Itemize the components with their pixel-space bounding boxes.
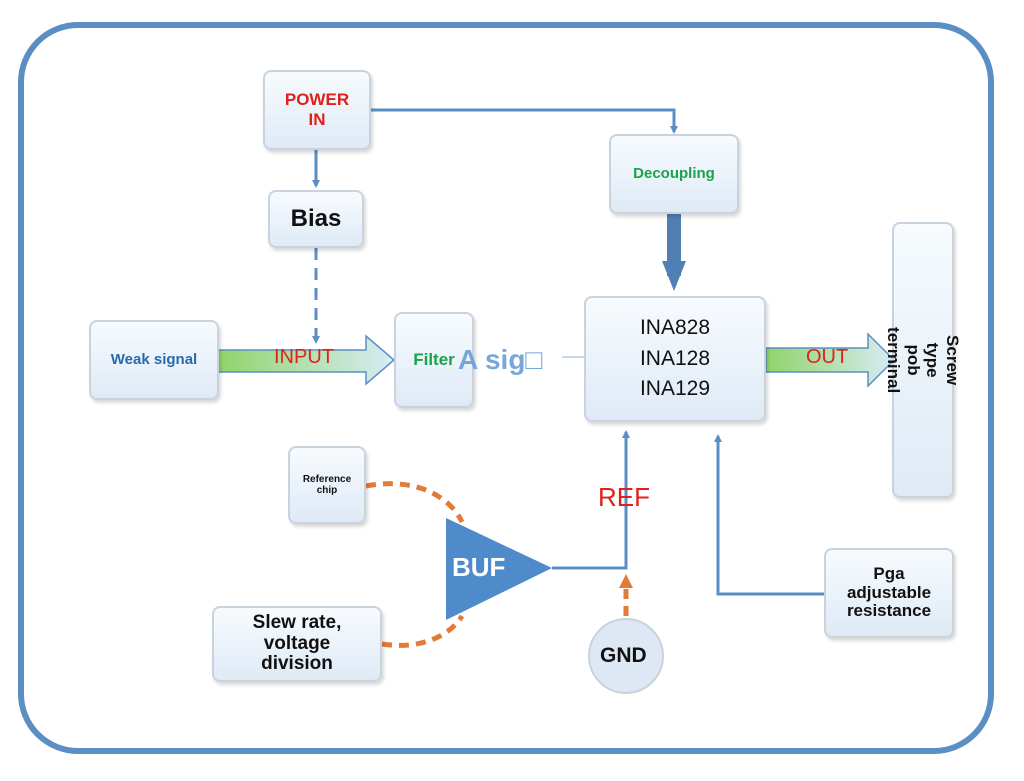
- gnd-label: GND: [600, 644, 647, 667]
- buf-to-ina-line: [552, 430, 630, 570]
- power-to-decoupling-line: [370, 108, 678, 134]
- reference-dashed-curve: [365, 481, 465, 524]
- out-arrow: [765, 332, 896, 388]
- input-arrow: [217, 334, 396, 386]
- ina-box: INA828 INA128 INA129: [584, 296, 766, 422]
- reference-chip-box: Reference chip: [288, 446, 366, 524]
- pga-box: Pga adjustable resistance: [824, 548, 954, 638]
- buf-triangle: [446, 518, 552, 620]
- filter-box: Filter: [394, 312, 474, 408]
- screw-terminal-box: Screw type pob terminal: [884, 222, 962, 498]
- weak-signal-box: Weak signal: [89, 320, 219, 400]
- screw-terminal-label: Screw type pob terminal: [884, 326, 963, 394]
- buf-label: BUF: [452, 552, 506, 582]
- gnd-circle: [588, 618, 664, 694]
- slew-rate-box: Slew rate, voltage division: [212, 606, 382, 682]
- out-label: OUT: [806, 346, 849, 368]
- decoupling-box: Decoupling: [609, 134, 739, 214]
- input-label: INPUT: [274, 346, 334, 368]
- overlay-text: A sig□: [458, 344, 543, 375]
- bias-box: Bias: [268, 190, 364, 248]
- ref-label: REF: [598, 482, 650, 512]
- pga-to-ina-line: [714, 434, 824, 596]
- power-in-box: POWER IN: [263, 70, 371, 150]
- slew-dashed-curve: [381, 614, 465, 648]
